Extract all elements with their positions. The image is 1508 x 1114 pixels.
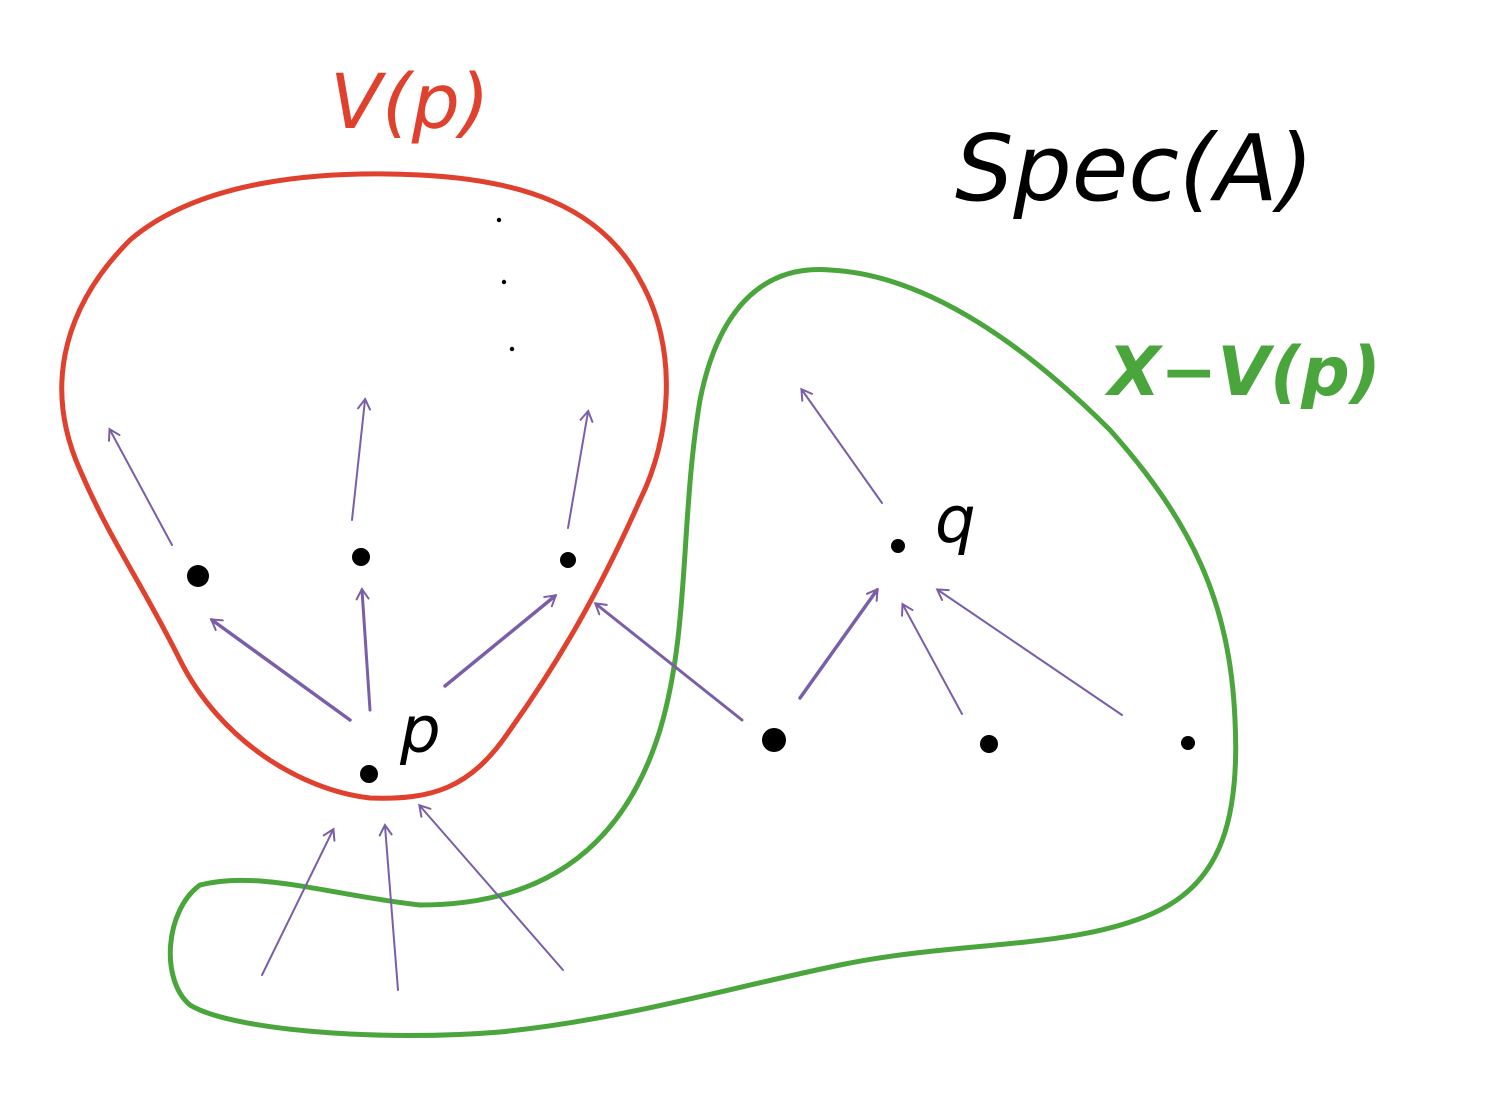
point-q-label: q <box>935 484 976 558</box>
arrow <box>798 587 879 700</box>
point <box>1181 736 1195 750</box>
arrow <box>107 427 173 546</box>
ellipsis-dot <box>496 217 502 223</box>
arrow <box>355 587 372 712</box>
point <box>762 728 786 752</box>
arrow <box>261 827 336 976</box>
space-label: Spec(A) <box>955 115 1314 222</box>
arrow <box>593 602 744 722</box>
arrow <box>351 397 371 521</box>
arrow <box>567 409 594 529</box>
point <box>187 565 209 587</box>
point <box>352 548 370 566</box>
specialization-arrows <box>107 387 1123 991</box>
point-p <box>360 765 378 783</box>
ellipsis-dot <box>501 279 507 285</box>
arrow <box>935 588 1123 716</box>
point <box>560 552 576 568</box>
arrow <box>800 387 883 504</box>
points <box>187 217 1195 783</box>
point-q <box>891 539 905 553</box>
arrow <box>378 823 399 991</box>
complement-label: X−V(p) <box>1104 333 1381 412</box>
open-set-label: V(p) <box>330 57 490 146</box>
arrow <box>443 594 558 688</box>
complement-boundary <box>167 267 1239 1039</box>
arrow <box>901 602 963 715</box>
arrow <box>209 618 352 722</box>
point-p-label: p <box>399 694 441 768</box>
point <box>980 735 998 753</box>
arrow <box>418 803 564 971</box>
open-set-boundary <box>59 171 669 801</box>
ellipsis-dot <box>509 346 515 352</box>
